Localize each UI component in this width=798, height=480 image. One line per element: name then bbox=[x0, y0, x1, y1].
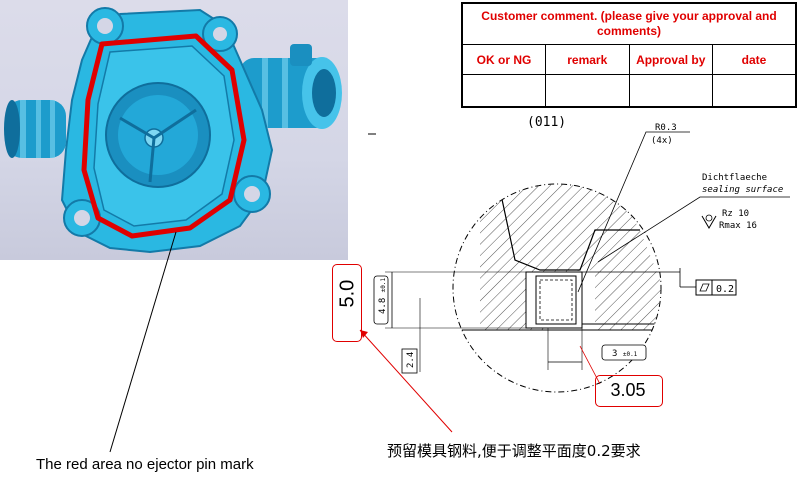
dim-step-value: 2.4 bbox=[406, 352, 416, 368]
left-pipe bbox=[4, 100, 66, 158]
surface-label-de: Dichtflaeche bbox=[702, 173, 767, 183]
flatness-icon bbox=[699, 283, 710, 292]
drawing-top-fragment: (011) bbox=[527, 115, 566, 130]
dim-width-value: 3 ±0.1 bbox=[612, 349, 638, 359]
cad-part-image bbox=[0, 0, 348, 260]
column-approval-by: Approval by bbox=[628, 44, 713, 75]
radius-note: R0.3 bbox=[655, 123, 677, 133]
thermostat-housing-render bbox=[4, 7, 342, 254]
dim-width-box bbox=[601, 344, 647, 361]
cell-remark[interactable] bbox=[545, 74, 630, 108]
column-remark: remark bbox=[545, 44, 630, 75]
roughness-rz: Rz 10 bbox=[722, 209, 749, 219]
proposed-height-value: 5.0 bbox=[336, 279, 359, 308]
surface-finish-symbol bbox=[701, 215, 717, 229]
cell-ok-or-ng[interactable] bbox=[461, 74, 546, 108]
part-note-leader bbox=[109, 231, 177, 453]
proposed-height-box bbox=[332, 264, 362, 342]
proposed-width-box bbox=[595, 375, 663, 407]
dim-height-box bbox=[373, 275, 389, 325]
red-sealing-area bbox=[81, 33, 247, 239]
drawing-note-caption: 预留模具钢料,便于调整平面度0.2要求 bbox=[387, 442, 641, 460]
annotation-leader bbox=[359, 329, 453, 433]
cell-approval-by[interactable] bbox=[628, 74, 713, 108]
approval-table-header: Customer comment. (please give your appr… bbox=[461, 2, 797, 45]
dim-step-box bbox=[401, 348, 418, 374]
proposed-width-value: 3.05 bbox=[610, 380, 646, 400]
cell-date[interactable] bbox=[712, 74, 797, 108]
radius-count: (4x) bbox=[651, 136, 673, 146]
column-ok-or-ng: OK or NG bbox=[461, 44, 546, 75]
detail-section bbox=[453, 184, 661, 331]
column-date: date bbox=[712, 44, 797, 75]
surface-label-en: sealing surface bbox=[702, 185, 783, 195]
part-note-caption: The red area no ejector pin mark bbox=[36, 456, 254, 473]
flatness-tolerance: 0.2 bbox=[716, 284, 734, 295]
dim-height-value: 4.8 ±0.1 bbox=[378, 277, 388, 314]
customer-approval-table: Customer comment. (please give your appr… bbox=[461, 2, 797, 108]
roughness-rmax: Rmax 16 bbox=[719, 221, 757, 231]
